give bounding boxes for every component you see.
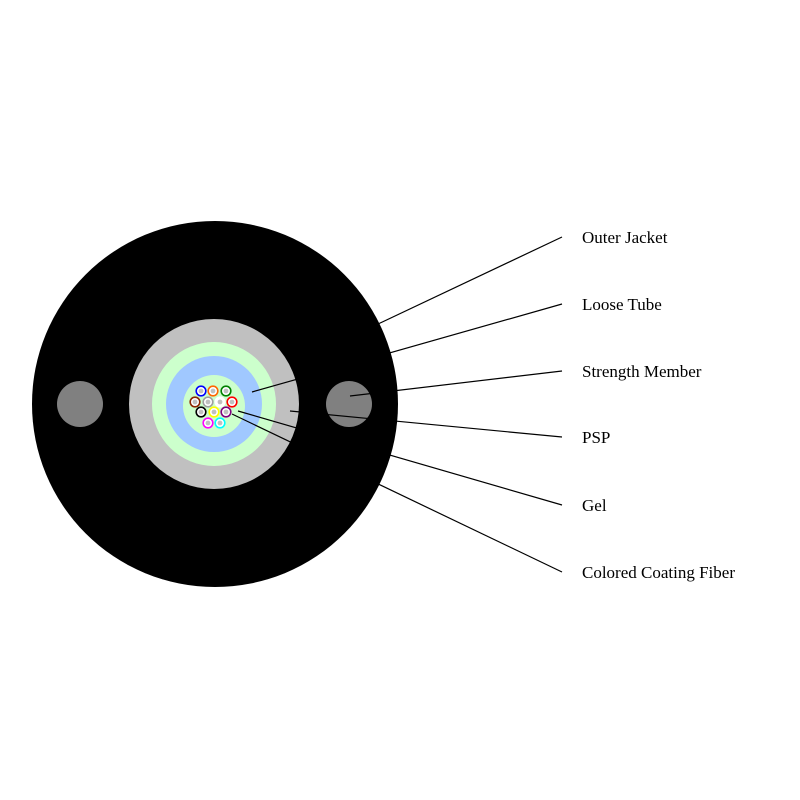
fiber-core [223, 409, 229, 415]
fiber-core [210, 388, 216, 394]
leader-strength-member [349, 370, 563, 397]
fiber-core [211, 409, 217, 415]
leader-gel [237, 410, 563, 506]
strength-member-right [326, 381, 372, 427]
fiber-core [217, 399, 223, 405]
label-gel: Gel [582, 496, 607, 515]
leader-loose-tube [251, 303, 563, 393]
fiber-core [205, 420, 211, 426]
label-colored-coating-fiber: Colored Coating Fiber [582, 563, 735, 582]
fiber-core [217, 420, 223, 426]
fiber-core [192, 399, 198, 405]
leader-colored-coating-fiber [231, 413, 563, 573]
label-outer-jacket: Outer Jacket [582, 228, 668, 247]
leader-psp [289, 410, 563, 438]
fiber-core [198, 409, 204, 415]
fiber-core [198, 388, 204, 394]
leader-outer-jacket [339, 236, 563, 343]
strength-member-left [57, 381, 103, 427]
fiber-core [229, 399, 235, 405]
fiber-core [205, 399, 211, 405]
fiber-core [223, 388, 229, 394]
label-psp: PSP [582, 428, 610, 447]
label-strength-member: Strength Member [582, 362, 702, 381]
colored-fibers [189, 385, 238, 429]
label-loose-tube: Loose Tube [582, 295, 662, 314]
